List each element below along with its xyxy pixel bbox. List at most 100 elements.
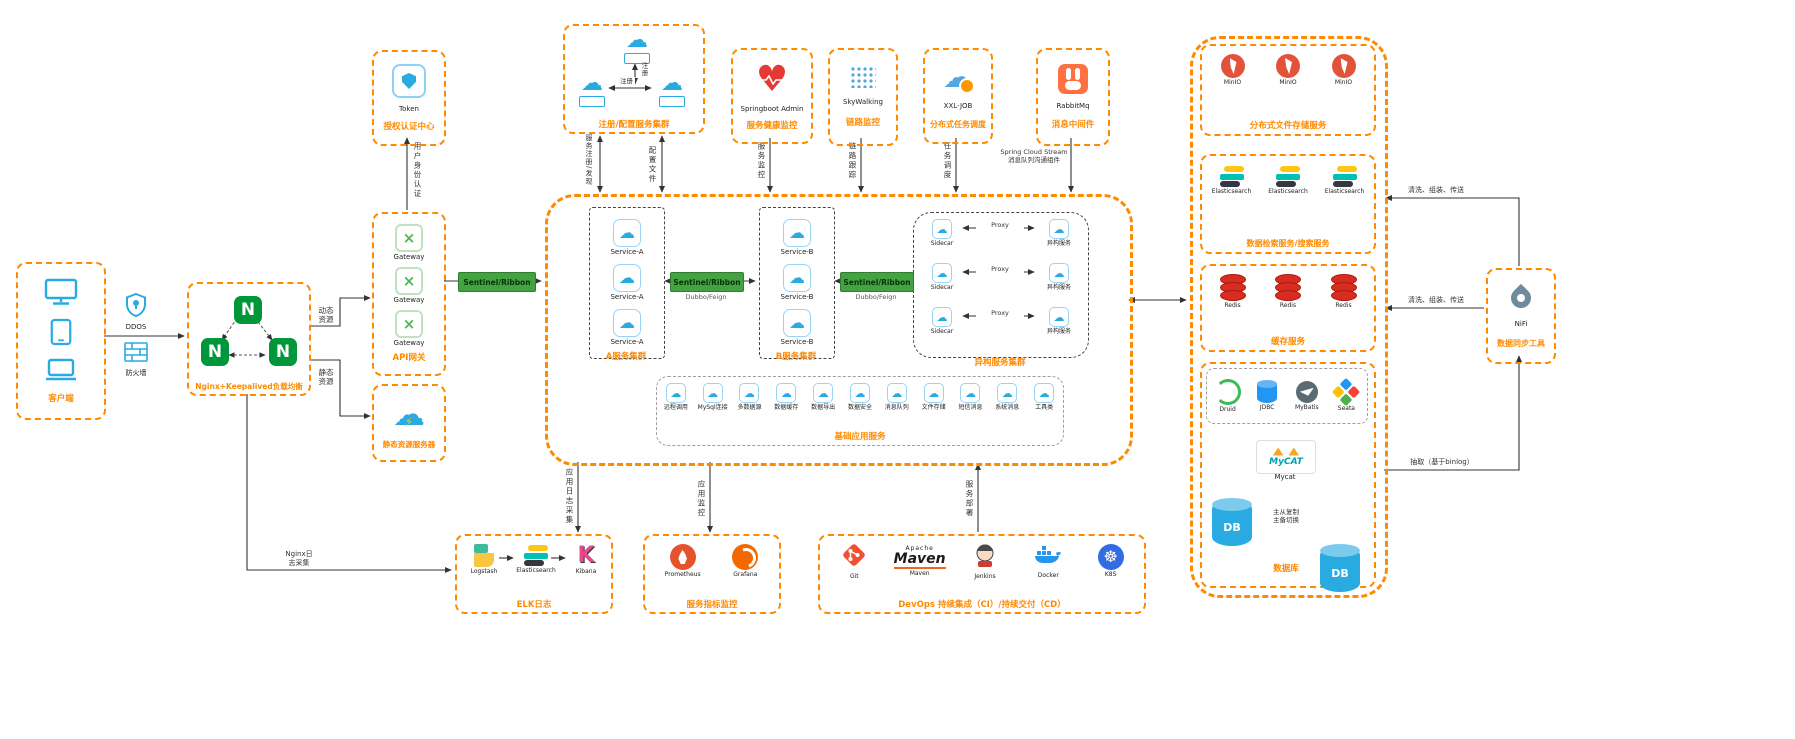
nginx-icon: N: [201, 338, 229, 366]
nginx-label: Nginx+Keepalived负载均衡: [195, 382, 303, 391]
cloud-service-icon: ☁: [813, 383, 834, 403]
gateway-node: × Gateway: [394, 267, 424, 305]
service-a-node: ☁Service-A: [610, 219, 644, 257]
sidecar-node: ☁Sidecar: [922, 219, 962, 248]
static-flow-label: 静态资源: [318, 368, 334, 386]
service-a-label: A服务集群: [605, 352, 647, 362]
base-service-node: ☁数据导出: [805, 383, 841, 412]
hetero-cluster-label: 异构服务集群: [974, 358, 1026, 368]
proxy-label: Proxy: [976, 265, 1024, 274]
cloud-service-icon: ☁: [776, 383, 797, 403]
minio-group: MinIO MinIO MinIO 分布式文件存储服务: [1200, 44, 1376, 136]
git-node: Git: [826, 542, 882, 581]
cloud-service-icon: ☁: [886, 383, 907, 403]
registry-cluster-group: ☁ ☁ ☁ 注册/配置服务集群: [563, 24, 705, 134]
elasticsearch-icon: [1276, 166, 1300, 187]
cloud-service-icon: ☁: [997, 383, 1018, 403]
registry-server-icon: ☁: [655, 73, 689, 107]
gateway-node: × Gateway: [394, 224, 424, 262]
auth-center-group: Token 授权认证中心: [372, 50, 446, 146]
firewall-icon: [123, 340, 149, 368]
cloud-service-icon: ☁: [613, 264, 641, 293]
config-flow-label: 配置文件: [648, 146, 657, 184]
elasticsearch-node: Elasticsearch: [511, 545, 561, 575]
service-b-label: B服务集群: [775, 352, 817, 362]
clean-flow-label: 清洗、组装、传送: [1408, 186, 1464, 194]
hetero-cluster: ☁Sidecar ☁Sidecar ☁Sidecar Proxy Proxy P…: [913, 212, 1089, 358]
replication-label: 主从复制 主备切换: [1273, 508, 1299, 525]
springboot-admin-name: Springboot Admin: [740, 105, 804, 114]
nifi-group: NiFi 数据同步工具: [1486, 268, 1556, 364]
tablet-icon: [49, 318, 73, 350]
dubbo-label: Dubbo/Feign: [685, 293, 727, 301]
seata-icon: [1332, 377, 1361, 406]
elasticsearch-node: Elasticsearch: [1205, 166, 1259, 196]
gateway-icon: ×: [395, 224, 423, 253]
minio-icon: [1276, 54, 1300, 78]
base-service-node: ☁数据缓存: [768, 383, 804, 412]
service-b-cluster: ☁Service-B ☁Service-B ☁Service-B: [759, 207, 835, 359]
cloud-service-icon: ☁: [849, 383, 870, 403]
hetero-service-node: ☁异构服务: [1037, 263, 1081, 292]
nifi-label: 数据同步工具: [1497, 338, 1545, 348]
redis-icon: [1330, 274, 1357, 301]
monitor-icon: [43, 278, 79, 310]
xxljob-label: 分布式任务调度: [930, 120, 986, 130]
xxljob-group: ☁ XXL-JOB 分布式任务调度: [923, 48, 993, 144]
mycat-label: Mycat: [1274, 473, 1296, 481]
skywalking-group: SkyWalking 链路监控: [828, 48, 898, 146]
docker-whale-icon: [1033, 543, 1063, 571]
nginx-icon: N: [234, 296, 262, 324]
cat-ears-icon: [1273, 447, 1299, 456]
sentinel-chip: Sentinel/Ribbon: [458, 272, 536, 292]
cloud-service-icon: ☁: [1034, 383, 1055, 403]
rabbitmq-name: RabbitMq: [1056, 102, 1090, 111]
service-a-node: ☁Service-A: [610, 309, 644, 347]
client-group: 客户端: [16, 262, 106, 420]
dynamic-flow-label: 动态资源: [318, 306, 334, 324]
sentinel-chip: Sentinel/Ribbon: [840, 272, 914, 292]
redis-node: Redis: [1208, 274, 1258, 310]
db-cylinder: DB: [1320, 544, 1360, 592]
springboot-admin-label: 服务健康监控: [746, 121, 798, 132]
nifi-drop-icon: [1506, 283, 1536, 312]
xxljob-name: XXL-JOB: [943, 102, 973, 111]
cloud-bolt-icon: ☁⚡: [393, 395, 425, 434]
search-label: 数据检索服务/搜索服务: [1246, 239, 1330, 249]
rabbitmq-label: 消息中间件: [1051, 120, 1095, 131]
minio-label: 分布式文件存储服务: [1249, 120, 1327, 131]
stream-flow-label: Spring Cloud Stream 消息队列沟通组件: [1000, 148, 1068, 165]
elasticsearch-icon: [524, 545, 548, 566]
minio-icon: [1220, 54, 1245, 78]
jenkins-node: Jenkins: [957, 542, 1013, 581]
token-shield-icon: [392, 64, 426, 99]
base-service-node: ☁MySql连接: [695, 383, 731, 412]
token-label: Token: [399, 105, 419, 114]
shield-icon: [124, 292, 148, 322]
register-arrow-label: 注册: [618, 77, 635, 86]
mybatis-node: MyBatis: [1288, 380, 1326, 412]
service-a-cluster: ☁Service-A ☁Service-A ☁Service-A: [589, 207, 665, 359]
git-icon: [841, 542, 867, 572]
base-services-group: ☁远程调用 ☁MySql连接 ☁多数据源 ☁数据缓存 ☁数据导出 ☁数据安全 ☁…: [656, 376, 1064, 446]
nifi-name: NiFi: [1514, 320, 1528, 329]
cloud-service-icon: ☁: [782, 219, 811, 248]
cloud-service-icon: ☁: [782, 309, 811, 338]
registry-flow-label: 服务注册/发现: [585, 134, 593, 186]
schedule-flow-label: 任务调度: [943, 142, 952, 180]
jdbc-node: JDBC: [1248, 379, 1286, 412]
base-service-node: ☁远程调用: [658, 383, 694, 412]
elasticsearch-icon: [1219, 166, 1244, 187]
devops-label: DevOps 持续集成（CI）/持续交付（CD）: [898, 599, 1066, 610]
cloud-service-icon: ☁: [613, 309, 641, 338]
gateway-node: × Gateway: [394, 310, 424, 348]
minio-icon: [1331, 54, 1356, 78]
sidecar-node: ☁Sidecar: [922, 307, 962, 336]
mycat-logo: MyCAT: [1256, 440, 1316, 474]
ddos-label: DDOS: [125, 323, 147, 331]
